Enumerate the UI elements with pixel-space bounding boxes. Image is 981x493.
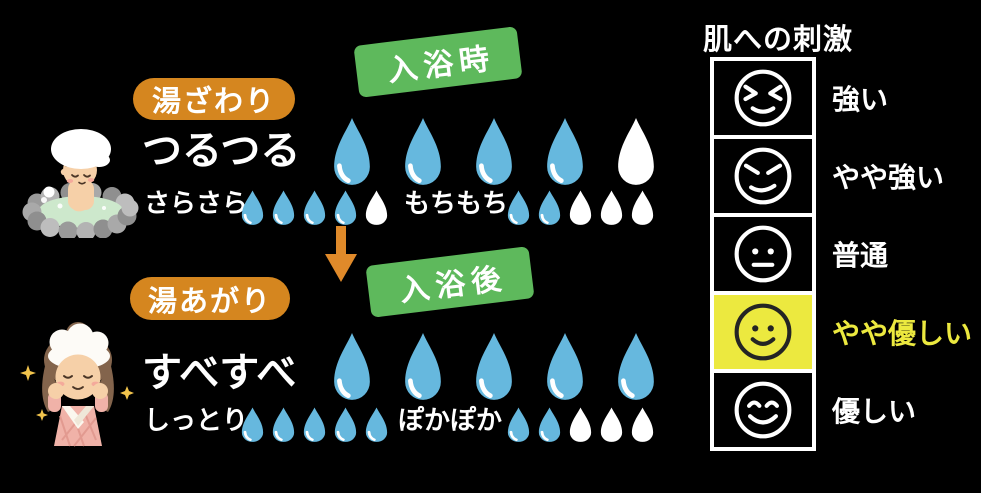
rating-droplets-after-main [331,332,657,402]
sub-label-shittori: しっとり [144,406,249,436]
legend-label-neutral: 普通 [832,239,889,272]
time-badge-after-label: 入浴後 [397,261,510,310]
stage-badge-after: 湯あがり [130,277,290,320]
droplet-filled [334,407,357,442]
face-slightly-gentle-icon [734,303,792,361]
legend-title: 肌への刺激 [703,22,854,56]
sub-label-sarasara: さらさら [144,189,249,219]
legend-box-gentle [710,369,816,451]
droplet-filled [538,190,561,225]
droplet-filled [476,118,512,185]
droplet-filled [272,407,295,442]
face-neutral-icon [734,225,792,283]
droplet-filled [538,407,561,442]
legend-box-neutral [710,213,816,295]
droplet-filled [405,118,441,185]
down-arrow-icon [325,226,357,282]
droplet-empty [365,190,388,225]
droplet-filled [547,118,583,185]
time-badge-after: 入浴後 [365,246,535,318]
droplet-filled [303,407,326,442]
droplet-filled [547,333,583,400]
bathing-person-illustration [22,129,139,238]
legend-row-slightly-strong: やや強い [710,135,972,217]
droplet-filled [241,190,264,225]
legend-row-strong: 強い [710,57,972,139]
droplet-filled [334,333,370,400]
legend-label-strong: 強い [832,83,889,116]
droplet-filled [365,407,388,442]
rating-droplets-sarasara [240,190,389,226]
texture-word-after: すべすべ [142,350,297,396]
sub-label-mochimochi: もちもち [404,189,509,219]
droplet-empty [600,407,623,442]
droplet-filled [272,190,295,225]
face-gentle-icon [734,381,792,439]
legend-box-strong [710,57,816,139]
droplet-empty [569,190,592,225]
after-bath-person-illustration [20,322,134,447]
droplet-filled [334,190,357,225]
droplet-empty [569,407,592,442]
droplet-filled [507,190,530,225]
rating-droplets-mochimochi [506,190,655,226]
legend-label-slightly-strong: やや強い [832,161,945,194]
face-slightly-strong-icon [734,147,792,205]
face-strong-icon [734,69,792,127]
droplet-filled [476,333,512,400]
droplet-filled [241,407,264,442]
droplet-empty [600,190,623,225]
rating-droplets-during-main [331,117,657,187]
droplet-empty [631,407,654,442]
legend-scale: 強い やや強い 普通 [710,57,972,451]
time-badge-during: 入浴時 [353,26,523,98]
legend-box-slightly-gentle [710,291,816,373]
legend-label-slightly-gentle: やや優しい [832,317,973,350]
droplet-filled [405,333,441,400]
texture-word-during: つるつる [142,128,301,174]
legend-row-gentle: 優しい [710,369,972,451]
stage-badge-during: 湯ざわり [133,78,295,120]
time-badge-during-label: 入浴時 [385,41,498,90]
droplet-filled [303,190,326,225]
stage-badge-during-label: 湯ざわり [151,84,276,118]
rating-droplets-shittori [240,407,389,443]
droplet-filled [334,118,370,185]
sub-label-pokapoka: ぽかぽか [398,406,503,436]
droplet-filled [507,407,530,442]
legend-box-slightly-strong [710,135,816,217]
stage-badge-after-label: 湯あがり [147,283,272,318]
droplet-empty [631,190,654,225]
droplet-filled [618,333,654,400]
legend-row-slightly-gentle: やや優しい [710,291,972,373]
droplet-empty [618,118,654,185]
rating-droplets-pokapoka [506,407,655,443]
legend-label-gentle: 優しい [832,395,917,428]
legend-row-neutral: 普通 [710,213,972,295]
